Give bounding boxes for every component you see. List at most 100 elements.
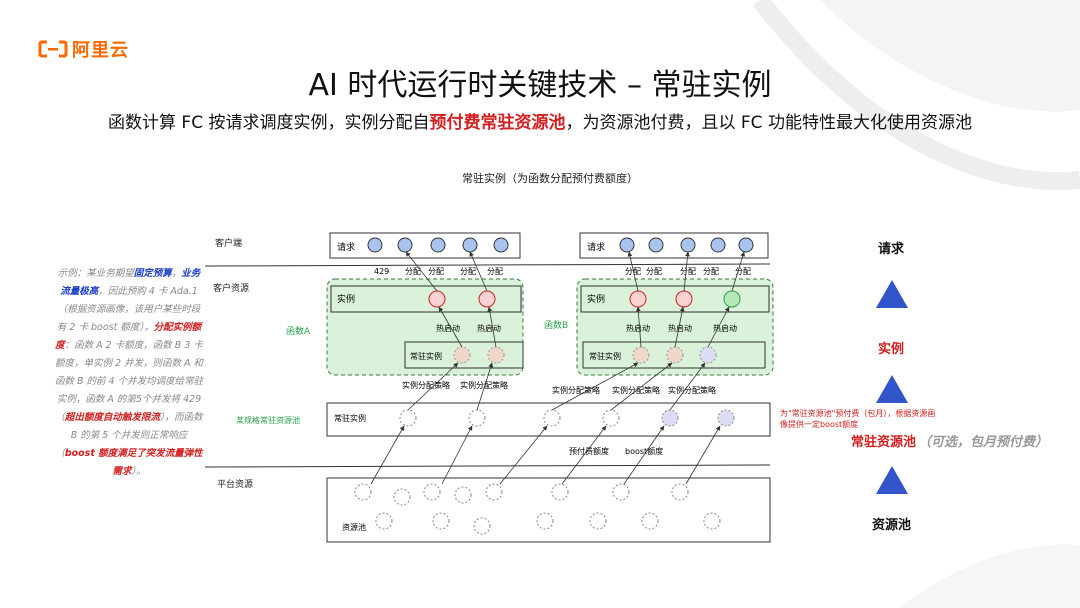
- legend-resource-pool: 资源池: [872, 518, 912, 533]
- instance-label-a: 实例: [337, 293, 355, 305]
- request-label-b: 请求: [587, 241, 605, 253]
- label-allocate: 分配: [487, 267, 503, 276]
- alloc-policy-label: 实例分配策略: [668, 385, 716, 395]
- resource-dot: [432, 512, 450, 530]
- subtitle-pre: 函数计算 FC 按请求调度实例，实例分配自: [108, 113, 430, 133]
- resident-instance-box-b: [582, 341, 766, 369]
- resident-dot: [699, 346, 717, 364]
- instance-box-a: [330, 285, 522, 313]
- function-a-group: [326, 278, 524, 376]
- label-allocate: 分配: [405, 267, 421, 276]
- request-dot: [680, 237, 696, 253]
- pool-spec-label: 某规格常驻资源池: [236, 415, 300, 425]
- request-label-a: 请求: [337, 241, 355, 253]
- resource-pool-label: 资源池: [342, 522, 366, 532]
- warm-start-label: 热启动: [713, 323, 737, 333]
- pool-note: 为"常驻资源池"预付费（包月），根据资源画像提供一定boost额度: [780, 409, 936, 429]
- resident-dot: [487, 346, 505, 364]
- subtitle-highlight: 预付费常驻资源池: [429, 113, 566, 133]
- request-dot: [430, 237, 446, 253]
- slide-title: AI 时代运行时关键技术 – 常驻实例: [308, 68, 772, 103]
- prepaid-quota-label: 预付费额度: [569, 446, 609, 456]
- function-a-label: 函数A: [286, 325, 311, 337]
- resident-pool-label: 常驻实例: [334, 413, 366, 423]
- row-label-customer: 客户资源: [213, 282, 249, 294]
- legend-triangle-up-icon: [876, 466, 908, 494]
- row-label-platform: 平台资源: [217, 478, 253, 490]
- label-allocate: 分配: [735, 267, 751, 276]
- side-note-p4: ：函数 A 2 卡额度，函数 B 3 卡额度，单实例 2 并发，则函数 A 和函…: [54, 340, 204, 423]
- divider-platform: [204, 464, 771, 468]
- request-dots: [367, 237, 754, 253]
- side-note-b1: 固定预算: [133, 268, 172, 279]
- resident-instance-label-b: 常驻实例: [589, 351, 621, 361]
- instance-dot: [675, 290, 693, 308]
- label-allocate: 分配: [428, 267, 444, 276]
- side-note-b2: 业务流量极高: [60, 268, 201, 297]
- instance-dot: [629, 290, 647, 308]
- side-note-p2: ，: [171, 268, 182, 279]
- resident-dot: [453, 346, 471, 364]
- aliyun-logo-icon: [38, 40, 68, 58]
- label-429: 429: [374, 267, 389, 276]
- resource-dot: [393, 488, 411, 506]
- legend-request: 请求: [878, 242, 905, 257]
- resource-dot: [536, 512, 554, 530]
- resource-dot: [473, 517, 491, 535]
- legend-instance: 实例: [878, 342, 905, 357]
- warm-start-label: 热启动: [436, 323, 460, 333]
- resident-instance-label-a: 常驻实例: [410, 351, 442, 361]
- legend-resident-pool-optional: （可选，包月预付费）: [918, 435, 1049, 450]
- side-note-p3: ，因此预购 4 卡 Ada.1（根据资源画像，该用户某些时段有 2 卡 boos…: [56, 286, 201, 333]
- request-box-b: [579, 232, 769, 259]
- label-allocate: 分配: [680, 267, 696, 276]
- instance-dot: [428, 290, 446, 308]
- function-b-group: [576, 278, 774, 376]
- request-dot: [648, 237, 664, 253]
- function-b-label: 函数B: [544, 319, 568, 331]
- side-note: 示例：某业务期望固定预算，业务流量极高，因此预购 4 卡 Ada.1（根据资源画…: [54, 265, 204, 481]
- request-dot: [738, 237, 754, 253]
- alloc-policy-label: 实例分配策略: [552, 385, 600, 395]
- legend-triangle-up-icon: [876, 280, 908, 308]
- request-dot: [397, 237, 413, 253]
- diagram-caption: 常驻实例（为函数分配预付费额度）: [462, 172, 638, 185]
- warm-start-label: 热启动: [668, 323, 692, 333]
- instance-box-b: [580, 285, 770, 313]
- request-box-a: [329, 232, 521, 259]
- side-note-p6: ）。: [131, 466, 146, 477]
- label-allocate: 分配: [646, 267, 662, 276]
- label-allocate: 分配: [460, 267, 476, 276]
- flow-arrows: [370, 251, 746, 485]
- resource-dot: [423, 483, 441, 501]
- subtitle-post: ，为资源池付费，且以 FC 功能特性最大化使用资源池: [565, 113, 972, 133]
- side-note-r1: 分配实例额度: [55, 322, 202, 351]
- resource-dot: [551, 483, 569, 501]
- resource-pool-dots: [354, 483, 721, 535]
- resident-dot: [666, 346, 684, 364]
- boost-quota-label: boost额度: [625, 446, 663, 456]
- aliyun-logo-text: 阿里云: [72, 40, 129, 61]
- pool-dot: [661, 409, 679, 427]
- warm-start-label: 热启动: [477, 323, 501, 333]
- side-note-p1: 示例：某业务期望: [57, 268, 134, 279]
- resource-dot: [354, 483, 372, 501]
- resource-dot: [485, 483, 503, 501]
- side-note-r2: 超出额度自动触发限流: [64, 412, 160, 423]
- resource-dot: [641, 512, 659, 530]
- legend-resident-pool: 常驻资源池: [851, 435, 917, 450]
- resource-dot: [454, 486, 472, 504]
- aliyun-logo: 阿里云: [38, 36, 129, 62]
- alloc-policy-label: 实例分配策略: [402, 380, 450, 390]
- slide-subtitle: 函数计算 FC 按请求调度实例，实例分配自预付费常驻资源池，为资源池付费，且以 …: [0, 108, 1080, 133]
- resource-dot: [589, 512, 607, 530]
- request-dot: [493, 237, 509, 253]
- alloc-policy-label: 实例分配策略: [460, 380, 508, 390]
- label-allocate: 分配: [703, 267, 719, 276]
- request-dot: [462, 237, 478, 253]
- resource-dot: [703, 512, 721, 530]
- warm-start-label: 热启动: [626, 323, 650, 333]
- row-label-client: 客户端: [215, 237, 242, 249]
- alloc-policy-label: 实例分配策略: [612, 385, 660, 395]
